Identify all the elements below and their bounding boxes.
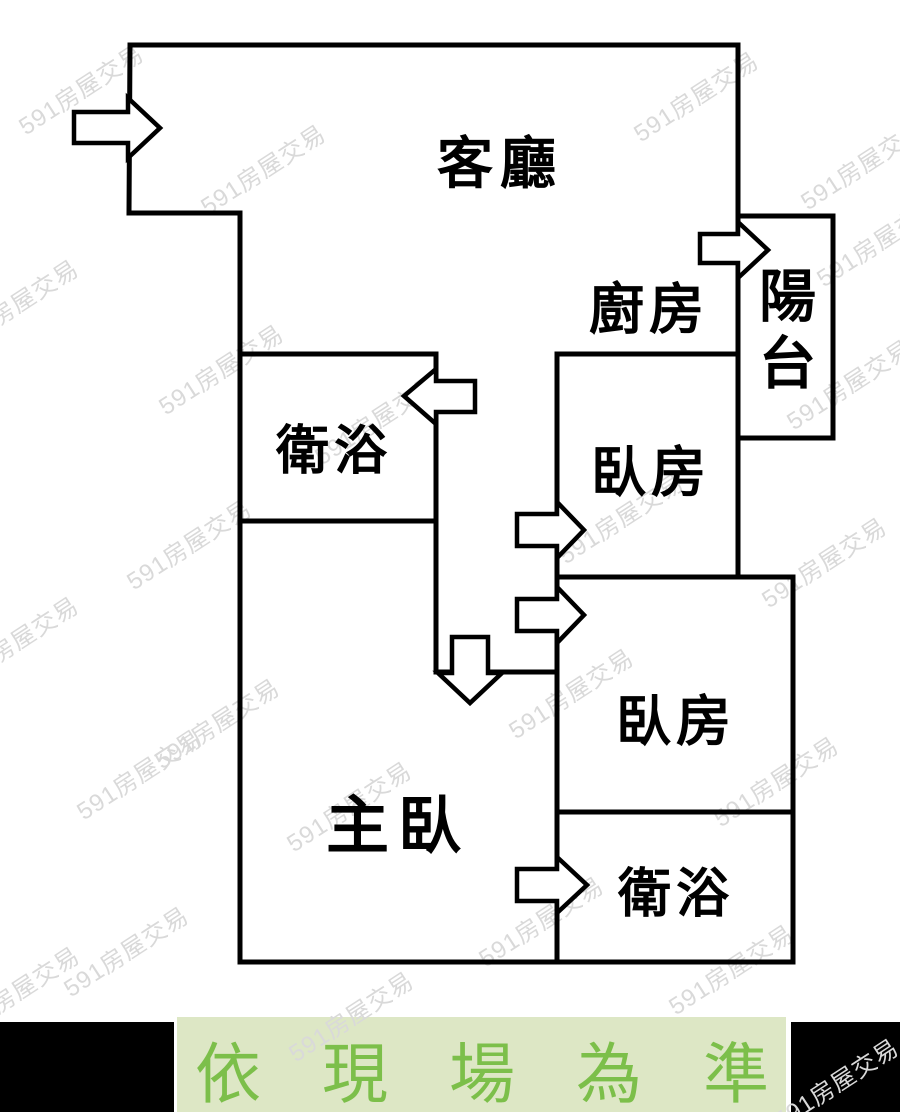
bathroom-2-door-arrow-icon: [514, 851, 591, 919]
bathroom-1-door-arrow-icon: [400, 364, 478, 429]
room-label-bedroom-1: 臥房: [590, 441, 712, 504]
master-door-arrow-icon: [432, 634, 508, 707]
room-label-balcony: 陽台: [750, 266, 815, 400]
room-label-bathroom-1: 衛浴: [276, 421, 392, 481]
disclaimer-text: 依現場為準: [195, 1037, 830, 1111]
disclaimer-banner: [177, 1017, 786, 1112]
room-label-kitchen: 廚房: [588, 278, 710, 341]
room-label-bathroom-2: 衛浴: [618, 864, 734, 924]
bedroom-2-door-arrow-icon: [514, 581, 588, 649]
bottom-black-bar-left: [0, 1022, 174, 1112]
bottom-black-bar-right: [791, 1022, 900, 1112]
bedroom-1-door-arrow-icon: [514, 496, 588, 564]
balcony-door-arrow-icon: [697, 216, 772, 284]
room-label-master-bedroom: 主臥: [326, 791, 470, 862]
room-label-bedroom-2: 臥房: [615, 690, 737, 753]
entrance-arrow-icon: [71, 92, 164, 164]
room-label-living-room: 客廳: [437, 132, 563, 195]
